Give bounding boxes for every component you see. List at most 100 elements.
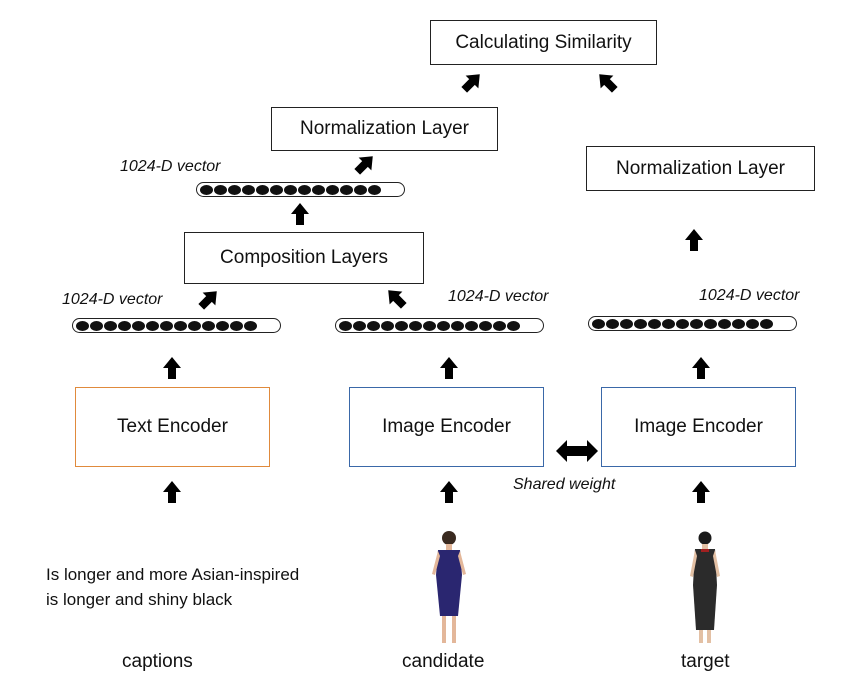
arrow-up-target-vector-to-normalization bbox=[685, 229, 703, 251]
vector-element bbox=[704, 318, 717, 329]
vector-element bbox=[340, 184, 353, 195]
vector-element bbox=[606, 318, 619, 329]
vector-element bbox=[732, 318, 745, 329]
target-neck bbox=[702, 544, 708, 549]
caption-line-2: is longer and shiny black bbox=[46, 590, 233, 609]
candidate-arm-left bbox=[432, 551, 440, 575]
vector-element bbox=[339, 320, 352, 331]
arrow-up-text-encoder-to-vector bbox=[163, 357, 181, 379]
arrow-diag-normalization-to-similarity bbox=[457, 67, 487, 97]
normalization-layer-left-label: Normalization Layer bbox=[300, 118, 469, 139]
text-encoder-box: Text Encoder bbox=[75, 387, 270, 467]
vector-element bbox=[760, 318, 773, 329]
arrow-up-target-encoder-to-vector bbox=[692, 357, 710, 379]
target-label: target bbox=[681, 651, 730, 672]
vector-element bbox=[326, 184, 339, 195]
vector-label-top: 1024-D vector bbox=[120, 158, 221, 175]
vector-element bbox=[592, 318, 605, 329]
calculating-similarity-label: Calculating Similarity bbox=[455, 31, 632, 53]
vector-element bbox=[270, 184, 283, 195]
vector-element bbox=[160, 320, 173, 331]
vector-element bbox=[493, 320, 506, 331]
candidate-leg-left bbox=[442, 616, 446, 643]
vector-element bbox=[465, 320, 478, 331]
vector-element bbox=[367, 320, 380, 331]
target-dress bbox=[693, 549, 717, 630]
normalization-layer-left-box: Normalization Layer bbox=[271, 107, 498, 151]
vector-element bbox=[423, 320, 436, 331]
arrow-up-candidate-to-image-encoder bbox=[440, 481, 458, 503]
vector-element bbox=[451, 320, 464, 331]
composition-layers-box: Composition Layers bbox=[184, 232, 424, 284]
vector-element bbox=[242, 184, 255, 195]
vector-element bbox=[479, 320, 492, 331]
vector-element bbox=[354, 184, 367, 195]
vector-element bbox=[312, 184, 325, 195]
normalization-layer-right-label: Normalization Layer bbox=[616, 157, 785, 179]
target-head bbox=[698, 531, 712, 545]
arrow-diag-candidate-vector-to-composition bbox=[381, 283, 411, 313]
vector-element bbox=[104, 320, 117, 331]
arrow-diag-vector-to-normalization bbox=[350, 149, 380, 179]
candidate-arm-right bbox=[458, 551, 466, 575]
vector-element bbox=[690, 318, 703, 329]
vector-element bbox=[228, 184, 241, 195]
vector-target bbox=[588, 316, 797, 331]
vector-element bbox=[507, 320, 520, 331]
vector-element bbox=[620, 318, 633, 329]
target-leg-left bbox=[699, 630, 703, 643]
vector-element bbox=[118, 320, 131, 331]
target-arm-left bbox=[690, 550, 697, 577]
arrow-up-target-to-image-encoder bbox=[692, 481, 710, 503]
vector-element bbox=[353, 320, 366, 331]
image-encoder-target-label: Image Encoder bbox=[634, 416, 763, 437]
candidate-head bbox=[442, 531, 456, 545]
captions-label: captions bbox=[122, 651, 193, 672]
vector-element bbox=[298, 184, 311, 195]
arrow-up-composition-to-vector bbox=[291, 203, 309, 225]
target-image bbox=[690, 531, 720, 643]
candidate-neck bbox=[446, 544, 452, 550]
image-encoder-candidate-label: Image Encoder bbox=[382, 416, 511, 437]
vector-element bbox=[746, 318, 759, 329]
vector-element bbox=[284, 184, 297, 195]
arrow-up-image-encoder-to-vector bbox=[440, 357, 458, 379]
calculating-similarity-box: Calculating Similarity bbox=[430, 20, 657, 65]
vector-element bbox=[676, 318, 689, 329]
shared-weight-label: Shared weight bbox=[513, 476, 616, 493]
vector-element bbox=[230, 320, 243, 331]
vector-element bbox=[368, 184, 381, 195]
candidate-leg-right bbox=[452, 616, 456, 643]
vector-element bbox=[132, 320, 145, 331]
candidate-dress bbox=[436, 550, 462, 616]
image-encoder-candidate-box: Image Encoder bbox=[349, 387, 544, 467]
text-encoder-label: Text Encoder bbox=[117, 416, 228, 437]
normalization-layer-right-box: Normalization Layer bbox=[586, 146, 815, 191]
arrow-diag-right-normalization-to-similarity bbox=[592, 67, 622, 97]
vector-element bbox=[718, 318, 731, 329]
candidate-label: candidate bbox=[402, 651, 485, 672]
composition-layers-label: Composition Layers bbox=[220, 247, 388, 268]
vector-element bbox=[76, 320, 89, 331]
target-leg-right bbox=[707, 630, 711, 643]
vector-label-candidate: 1024-D vector bbox=[448, 288, 549, 305]
caption-line-1: Is longer and more Asian-inspired bbox=[46, 565, 300, 584]
vector-candidate bbox=[335, 318, 544, 333]
arrow-up-caption-to-text-encoder bbox=[163, 481, 181, 503]
vector-element bbox=[146, 320, 159, 331]
vector-element bbox=[216, 320, 229, 331]
candidate-image bbox=[432, 531, 466, 643]
vector-element bbox=[662, 318, 675, 329]
vector-label-text: 1024-D vector bbox=[62, 291, 163, 308]
vector-element bbox=[437, 320, 450, 331]
vector-element bbox=[244, 320, 257, 331]
vector-element bbox=[648, 318, 661, 329]
vector-element bbox=[395, 320, 408, 331]
vector-text bbox=[72, 318, 281, 333]
vector-top bbox=[196, 182, 405, 197]
vector-label-target: 1024-D vector bbox=[699, 287, 800, 304]
target-arm-right bbox=[713, 550, 720, 577]
vector-element bbox=[214, 184, 227, 195]
shared-weight-double-arrow bbox=[556, 440, 598, 462]
